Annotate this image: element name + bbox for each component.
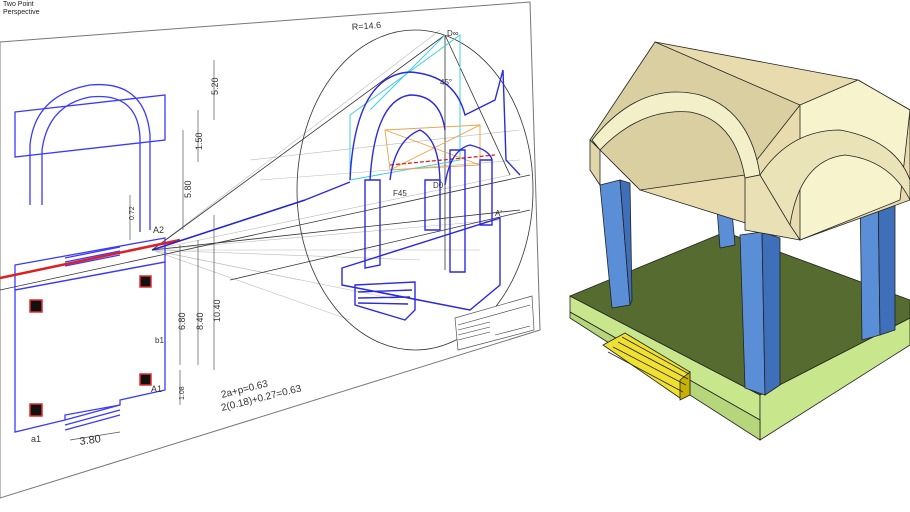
steps	[602, 332, 691, 401]
scene-tab-line2: Perspective	[3, 9, 40, 16]
column-footprints	[29, 275, 152, 417]
a2-label: A2	[153, 225, 164, 235]
pavilion-model[interactable]	[569, 41, 910, 441]
a1-label: A1	[151, 384, 162, 394]
title-block	[454, 295, 535, 351]
scene-tab[interactable]: Two Point Perspective	[3, 1, 63, 17]
plan-view	[14, 261, 166, 433]
roof	[589, 41, 910, 241]
angle-label: 45°	[440, 78, 452, 87]
f45-label: F45	[393, 189, 407, 198]
dim-10-40: 10.40	[212, 299, 222, 322]
dim-6-80: 6.80	[177, 312, 187, 330]
dimension-lines	[69, 60, 215, 441]
radius-label: R=14.6	[351, 20, 381, 32]
dim-8-40: 8.40	[195, 312, 205, 330]
distance-point-label: D∞	[447, 29, 459, 38]
scene-tab-line1: Two Point	[3, 1, 34, 8]
drawing-sheet[interactable]: R=14.6 D∞ 45° F45 D0 A' A2 A1 b1 a1 5.20…	[0, 1, 541, 499]
b1-label: b1	[155, 336, 164, 345]
columns	[599, 179, 896, 396]
distance-circle	[296, 29, 534, 351]
a1-lower-label: a1	[31, 434, 41, 444]
d0-label: D0	[433, 181, 444, 190]
base-top	[569, 231, 910, 396]
dim-0-72: 0.72	[129, 206, 136, 220]
dim-3-80: 3.80	[79, 433, 102, 448]
perspective-pavilion	[304, 69, 521, 321]
horizon-line	[0, 238, 181, 280]
dim-1-50: 1.50	[194, 132, 204, 150]
dim-5-80: 5.80	[183, 180, 193, 198]
a-prime-label: A'	[495, 209, 502, 218]
dim-5-20: 5.20	[210, 77, 220, 95]
dim-1-08: 1.08	[179, 386, 186, 400]
